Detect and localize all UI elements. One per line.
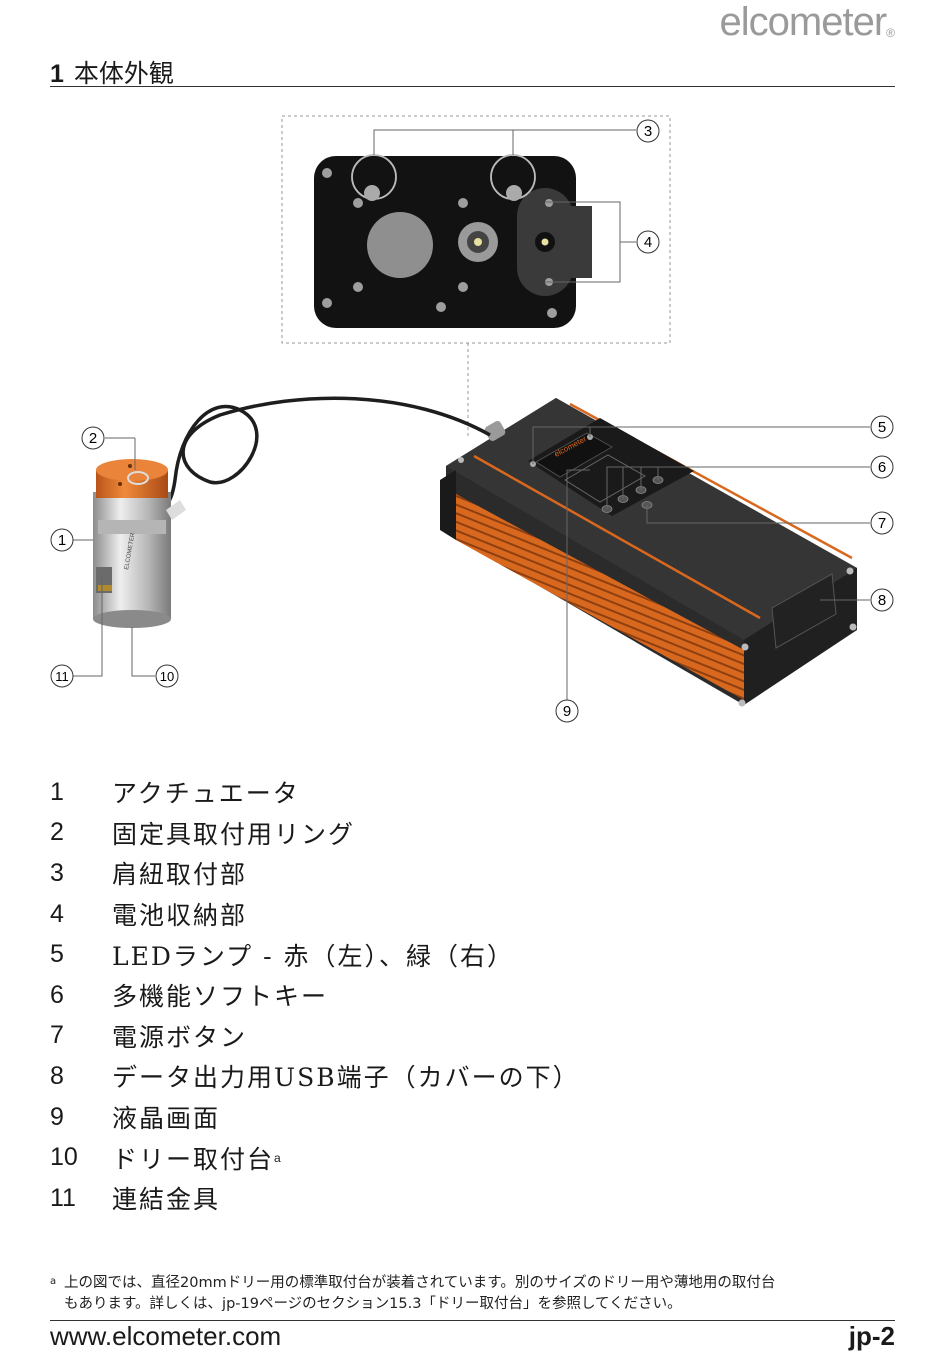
legend-number: 9 xyxy=(50,1102,64,1131)
section-heading: 1 本体外観 xyxy=(50,54,174,90)
callout-5: 5 xyxy=(870,415,894,439)
legend-text: 電池収納部 xyxy=(112,901,248,931)
callout-4: 4 xyxy=(636,230,660,254)
legend-text: 肩紐取付部 xyxy=(112,860,248,890)
legend-text: 電源ボタン xyxy=(112,1022,248,1052)
svg-text:8: 8 xyxy=(878,592,886,609)
dolly-ring xyxy=(127,471,149,485)
legend-number: 11 xyxy=(50,1183,76,1212)
body-side-ribs xyxy=(456,494,744,700)
callout-6: 6 xyxy=(870,455,894,479)
legend-text: 多機能ソフトキー xyxy=(112,982,329,1012)
legend-item: 1 アクチュエータ xyxy=(50,772,850,813)
legend-number: 4 xyxy=(50,899,64,928)
callout-2: 2 xyxy=(81,426,105,450)
footnote: a 上の図では、直径20mmドリー用の標準取付台が装着されています。別のサイズの… xyxy=(50,1273,900,1315)
actuator-cable xyxy=(159,396,491,510)
svg-text:7: 7 xyxy=(878,515,886,532)
callout-3: 3 xyxy=(636,119,660,143)
actuator: ELCOMETER xyxy=(93,459,186,628)
section-title: 本体外観 xyxy=(73,59,174,88)
footnote-marker: a xyxy=(274,1150,281,1165)
footnote-line-2: もあります。詳しくは、jp-19ページのセクション15.3「ドリー取付台」を参照… xyxy=(64,1296,682,1312)
legend-text: LEDランプ - 赤（左）、緑（右） xyxy=(112,941,514,971)
legend-number: 8 xyxy=(50,1061,64,1090)
callout-10: 10 xyxy=(155,664,179,688)
legend-number: 5 xyxy=(50,940,64,969)
callout-lines xyxy=(73,129,870,700)
legend-number: 3 xyxy=(50,858,64,887)
header-divider xyxy=(50,86,895,87)
legend-item: 2 固定具取付用リング xyxy=(50,813,850,854)
footer-divider xyxy=(50,1320,895,1321)
legend-text: アクチュエータ xyxy=(112,779,300,809)
svg-text:2: 2 xyxy=(89,430,97,447)
device-illustration: elcometer ELCOMETER xyxy=(50,115,894,723)
legend-text: 固定具取付用リング xyxy=(112,819,356,849)
section-number: 1 xyxy=(50,60,64,88)
legend-number: 1 xyxy=(50,777,64,806)
legend-text: データ出力用USB端子（カバーの下） xyxy=(112,1063,580,1093)
svg-text:6: 6 xyxy=(878,459,886,476)
logo-registered-mark: ® xyxy=(886,26,895,40)
svg-text:9: 9 xyxy=(563,703,571,720)
legend-item: 5 LEDランプ - 赤（左）、緑（右） xyxy=(50,934,850,975)
parts-legend: 1 アクチュエータ 2 固定具取付用リング 3 肩紐取付部 4 電池収納部 5 LEDラン… xyxy=(50,772,850,1219)
legend-number: 10 xyxy=(50,1143,78,1172)
legend-number: 2 xyxy=(50,818,64,847)
footnote-mark: a xyxy=(50,1276,57,1287)
footnote-line-1: 上の図では、直径20mmドリー用の標準取付台が装着されています。別のサイズのドリ… xyxy=(64,1275,776,1291)
svg-text:4: 4 xyxy=(644,234,652,251)
usb-cover xyxy=(771,573,837,649)
rear-view-inset xyxy=(281,115,671,344)
legend-item: 9 液晶画面 xyxy=(50,1097,850,1138)
legend-text: 液晶画面 xyxy=(112,1104,221,1134)
svg-text:10: 10 xyxy=(160,669,174,684)
svg-text:3: 3 xyxy=(644,123,652,140)
callout-badges: 3 4 2 5 6 1 7 8 11 10 9 xyxy=(50,119,894,723)
legend-item: 3 肩紐取付部 xyxy=(50,853,850,894)
callout-9: 9 xyxy=(555,699,579,723)
legend-item: 8 データ出力用USB端子（カバーの下） xyxy=(50,1056,850,1097)
legend-number: 7 xyxy=(50,1021,64,1050)
callout-8: 8 xyxy=(870,588,894,612)
rear-port-cap xyxy=(367,212,433,278)
legend-item: 4 電池収納部 xyxy=(50,894,850,935)
svg-text:1: 1 xyxy=(58,532,66,549)
legend-item: 11 連結金具 xyxy=(50,1178,850,1219)
legend-text: ドリー取付台 xyxy=(112,1144,275,1174)
rear-panel xyxy=(314,154,592,328)
callout-7: 7 xyxy=(870,511,894,535)
page-number: jp-2 xyxy=(848,1321,895,1351)
gauge-body: elcometer xyxy=(440,398,857,707)
legend-text: 連結金具 xyxy=(112,1185,221,1215)
svg-text:11: 11 xyxy=(55,669,69,684)
callout-1: 1 xyxy=(50,528,74,552)
footer-url[interactable]: www.elcometer.com xyxy=(50,1321,282,1351)
svg-text:5: 5 xyxy=(878,419,886,436)
legend-number: 6 xyxy=(50,980,64,1009)
elcometer-logo: elcometer® xyxy=(719,0,895,45)
callout-11: 11 xyxy=(50,664,74,688)
legend-item: 6 多機能ソフトキー xyxy=(50,975,850,1016)
logo-text: elcometer xyxy=(719,0,888,44)
legend-item: 7 電源ボタン xyxy=(50,1016,850,1057)
